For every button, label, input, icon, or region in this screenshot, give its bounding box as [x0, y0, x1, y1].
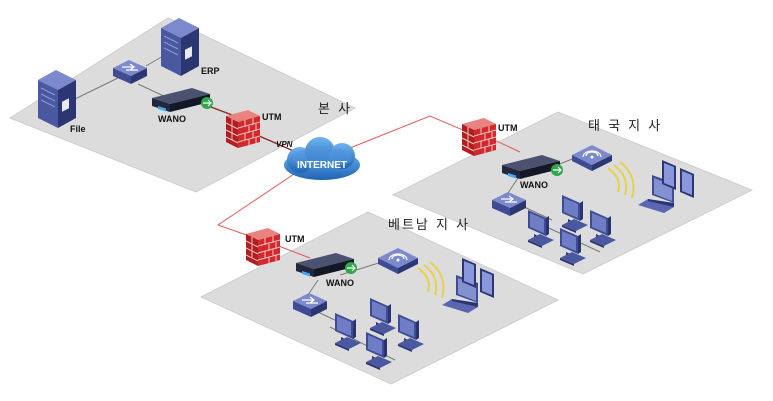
vietnam-utm-wano-link	[275, 244, 311, 259]
erp-server-icon	[160, 17, 200, 77]
hq-utm-firewall-icon	[225, 109, 261, 149]
thailand-wan-link	[344, 115, 471, 151]
erp-label: ERP	[201, 66, 220, 76]
thailand-utm-label: UTM	[498, 123, 518, 133]
internet-cloud-icon	[284, 137, 360, 180]
hq-wano-label: WANO	[158, 114, 186, 124]
file-label: File	[70, 124, 86, 134]
hq-utm-label: UTM	[262, 112, 282, 122]
vietnam-wan-link	[216, 169, 301, 239]
vietnam-wano-label: WANO	[326, 278, 354, 288]
vietnam-site-label: 베트남 지 사	[388, 218, 470, 233]
thailand-site-label: 태 국 지 사	[588, 119, 662, 134]
thailand-utm-firewall-icon	[461, 117, 497, 157]
file-server-icon	[37, 69, 77, 129]
vietnam-platform	[199, 211, 560, 385]
internet-label: INTERNET	[297, 160, 347, 171]
hq-site-label: 본 사	[318, 102, 352, 117]
vpn-label: VPN	[276, 140, 293, 149]
thailand-wano-label: WANO	[520, 180, 548, 190]
vietnam-utm-label: UTM	[285, 234, 305, 244]
vietnam-utm-firewall-icon	[245, 227, 281, 267]
